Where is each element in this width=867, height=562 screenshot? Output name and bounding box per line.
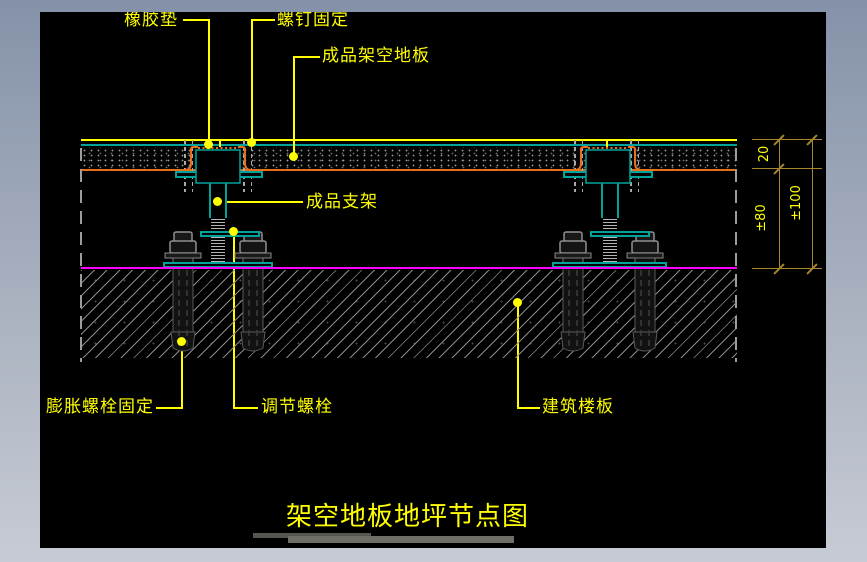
dim-text-20: 20 — [757, 145, 772, 163]
break-line-right — [735, 148, 737, 362]
leader-line — [223, 201, 303, 203]
label-finished-support: 成品支架 — [306, 192, 378, 212]
panel-joint-left — [219, 139, 221, 147]
threaded-rod-right — [603, 216, 617, 262]
drawing-title: 架空地板地坪节点图 — [286, 502, 530, 532]
dimension-line-inner — [779, 139, 780, 269]
leader-line — [251, 19, 275, 21]
extension-line-bottom — [752, 268, 822, 269]
leader-line — [294, 56, 320, 58]
leader-line — [183, 19, 210, 21]
leader-line — [181, 345, 183, 409]
screw-hidden-line — [574, 140, 583, 192]
expansion-bolt — [234, 231, 272, 352]
leader-line — [208, 19, 210, 143]
pedestal-cap-left — [175, 146, 261, 184]
panel-top-line — [81, 144, 737, 146]
expansion-bolt — [626, 231, 664, 352]
leader-dot — [213, 197, 222, 206]
pedestal-cap-right — [565, 146, 651, 184]
label-expansion-bolt-fixing: 膨胀螺栓固定 — [46, 397, 154, 417]
adjusting-nut-right — [590, 231, 650, 237]
extension-line-mid — [752, 168, 822, 169]
leader-line — [517, 407, 540, 409]
screw-hidden-line — [184, 140, 193, 192]
label-finished-raised-floor: 成品架空地板 — [322, 46, 430, 66]
dim-text-100: ±100 — [789, 185, 804, 221]
leader-dot — [204, 140, 213, 149]
extension-line-top — [752, 139, 822, 140]
title-underline-thin — [253, 533, 371, 538]
label-adjusting-bolt: 调节螺栓 — [261, 397, 333, 417]
slab-top-line — [81, 267, 737, 269]
dim-text-80: ±80 — [754, 204, 769, 232]
leader-dot — [247, 138, 256, 147]
title-underline-thick — [288, 536, 514, 543]
leader-line — [293, 56, 295, 154]
break-line-left — [80, 148, 82, 362]
leader-line — [233, 407, 258, 409]
expansion-bolt — [554, 231, 592, 352]
panel-joint-right — [606, 139, 608, 147]
leader-dot — [513, 298, 522, 307]
dimension-line-outer — [812, 139, 813, 269]
label-building-slab: 建筑楼板 — [542, 397, 614, 417]
panel-bottom-line — [81, 169, 737, 171]
leader-line — [251, 19, 253, 141]
leader-dot — [177, 337, 186, 346]
leader-dot — [289, 152, 298, 161]
threaded-rod-left — [211, 216, 225, 262]
label-rubber-pad: 橡胶垫 — [124, 12, 178, 30]
leader-line — [156, 407, 183, 409]
label-screw-fixing: 螺钉固定 — [277, 12, 349, 30]
screw-hidden-line — [243, 140, 252, 192]
pedestal-stem-right — [601, 176, 619, 218]
cad-viewport[interactable]: 20 ±80 ±100 橡胶垫 螺钉固定 成品架空地板 成品支架 调节螺栓 膨胀… — [40, 12, 826, 548]
floor-finish-line — [81, 139, 737, 141]
leader-dot — [229, 227, 238, 236]
